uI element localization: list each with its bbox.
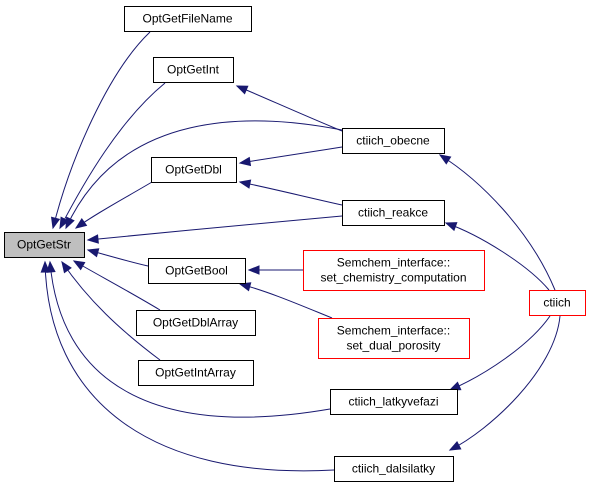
edge-OptGetDbl-to-OptGetStr: [74, 181, 153, 229]
edge-arrowhead: [65, 216, 75, 230]
edge-ctiich_obecne-to-OptGetInt: [235, 85, 343, 132]
edge-line: [61, 261, 161, 361]
edge-line: [59, 82, 166, 229]
node-OptGetStr[interactable]: OptGetStr: [4, 232, 85, 258]
edge-line: [449, 315, 551, 391]
node-label: OptGetIntArray: [155, 366, 236, 380]
edge-line: [49, 261, 331, 418]
edge-line: [44, 261, 335, 472]
edge-arrowhead: [238, 156, 252, 167]
edge-ctiich_obecne-to-OptGetDbl: [238, 146, 343, 167]
edge-line: [239, 181, 343, 206]
node-set_dual_porosity[interactable]: Semchem_interface::set_dual_porosity: [318, 318, 470, 359]
node-set_chemistry_computation[interactable]: Semchem_interface::set_chemistry_computa…: [303, 250, 485, 291]
edge-line: [445, 222, 550, 291]
node-box[interactable]: [124, 6, 252, 32]
edge-arrowhead: [86, 248, 100, 258]
nodes-layer: OptGetStr OptGetFileNameOptGetIntOptGetDb…: [4, 6, 586, 482]
edge-ctiich-to-ctiich_dalsilatky: [448, 315, 561, 451]
node-OptGetBool[interactable]: OptGetBool: [148, 258, 246, 284]
edge-OptGetFileName-to-OptGetStr: [50, 31, 151, 230]
edge-line: [439, 154, 556, 291]
node-OptGetDbl[interactable]: OptGetDbl: [151, 157, 237, 183]
node-box[interactable]: [4, 232, 85, 258]
edge-arrowhead: [235, 85, 249, 95]
edge-arrowhead: [438, 154, 452, 165]
edge-arrowhead: [74, 218, 88, 229]
edge-arrowhead: [86, 234, 99, 244]
edge-arrowhead: [448, 440, 462, 451]
node-box[interactable]: [318, 318, 470, 359]
node-label: Semchem_interface::: [337, 256, 450, 270]
node-box[interactable]: [151, 157, 237, 183]
node-label: ctiich_dalsilatky: [352, 462, 435, 476]
node-label: OptGetDbl: [165, 163, 222, 177]
node-label: OptGetBool: [165, 264, 228, 278]
edge-set_chemistry_computation-to-OptGetBool: [247, 265, 303, 275]
node-OptGetIntArray[interactable]: OptGetIntArray: [138, 360, 254, 386]
edge-arrowhead: [448, 381, 462, 391]
edge-arrowhead: [247, 265, 260, 275]
edge-arrowhead: [444, 222, 458, 232]
node-box[interactable]: [334, 456, 454, 482]
node-box[interactable]: [153, 57, 234, 83]
node-label: set_chemistry_computation: [320, 271, 466, 285]
node-OptGetFileName[interactable]: OptGetFileName: [124, 6, 252, 32]
node-box[interactable]: [138, 360, 254, 386]
node-label: OptGetFileName: [142, 12, 232, 26]
edge-line: [236, 85, 343, 132]
node-box[interactable]: [342, 128, 445, 154]
edge-arrowhead: [72, 260, 86, 271]
edge-line: [73, 260, 161, 311]
node-ctiich_dalsilatky[interactable]: ctiich_dalsilatky: [334, 456, 454, 482]
edge-line: [87, 215, 343, 241]
node-box[interactable]: [529, 290, 586, 316]
node-ctiich[interactable]: ctiich: [529, 290, 586, 316]
node-label: ctiich_latkyvefazi: [348, 395, 438, 409]
node-box[interactable]: [136, 310, 256, 336]
edge-ctiich_latkyvefazi-to-OptGetStr: [46, 260, 331, 418]
edge-line: [449, 315, 561, 451]
edge-arrowhead: [40, 260, 51, 273]
node-label: OptGetStr: [17, 238, 71, 252]
node-label: OptGetDblArray: [153, 316, 238, 330]
edge-arrowhead: [61, 260, 72, 274]
node-label: ctiich: [543, 296, 570, 310]
node-box[interactable]: [303, 250, 485, 291]
node-label: set_dual_porosity: [346, 339, 440, 353]
node-label: Semchem_interface::: [337, 324, 450, 338]
node-box[interactable]: [342, 200, 445, 226]
edge-ctiich_obecne-to-OptGetStr: [65, 120, 343, 230]
edge-OptGetDblArray-to-OptGetStr: [72, 260, 161, 311]
edge-ctiich-to-ctiich_reakce: [444, 222, 550, 291]
edge-line: [75, 181, 153, 229]
edge-arrowhead: [50, 216, 61, 230]
edge-ctiich_dalsilatky-to-OptGetStr: [40, 260, 335, 472]
edge-ctiich_reakce-to-OptGetDbl: [238, 179, 343, 206]
node-ctiich_reakce[interactable]: ctiich_reakce: [342, 200, 445, 226]
edge-arrowhead: [46, 260, 56, 273]
node-ctiich_latkyvefazi[interactable]: ctiich_latkyvefazi: [330, 389, 458, 415]
edge-OptGetIntArray-to-OptGetStr: [61, 260, 161, 361]
node-label: OptGetInt: [167, 63, 220, 77]
edge-ctiich-to-ctiich_obecne: [438, 154, 556, 291]
node-box[interactable]: [330, 389, 458, 415]
edge-OptGetInt-to-OptGetStr: [59, 82, 166, 230]
edge-line: [52, 31, 151, 229]
node-OptGetDblArray[interactable]: OptGetDblArray: [136, 310, 256, 336]
edge-arrowhead: [238, 179, 252, 189]
node-label: ctiich_reakce: [358, 206, 428, 220]
edge-ctiich_reakce-to-OptGetStr: [86, 215, 343, 244]
edge-OptGetBool-to-OptGetStr: [86, 248, 149, 267]
node-label: ctiich_obecne: [356, 134, 430, 148]
edge-line: [65, 120, 343, 229]
edges-layer: [40, 31, 561, 472]
node-ctiich_obecne[interactable]: ctiich_obecne: [342, 128, 445, 154]
node-box[interactable]: [148, 258, 246, 284]
node-OptGetInt[interactable]: OptGetInt: [153, 57, 234, 83]
edge-line: [239, 146, 343, 164]
